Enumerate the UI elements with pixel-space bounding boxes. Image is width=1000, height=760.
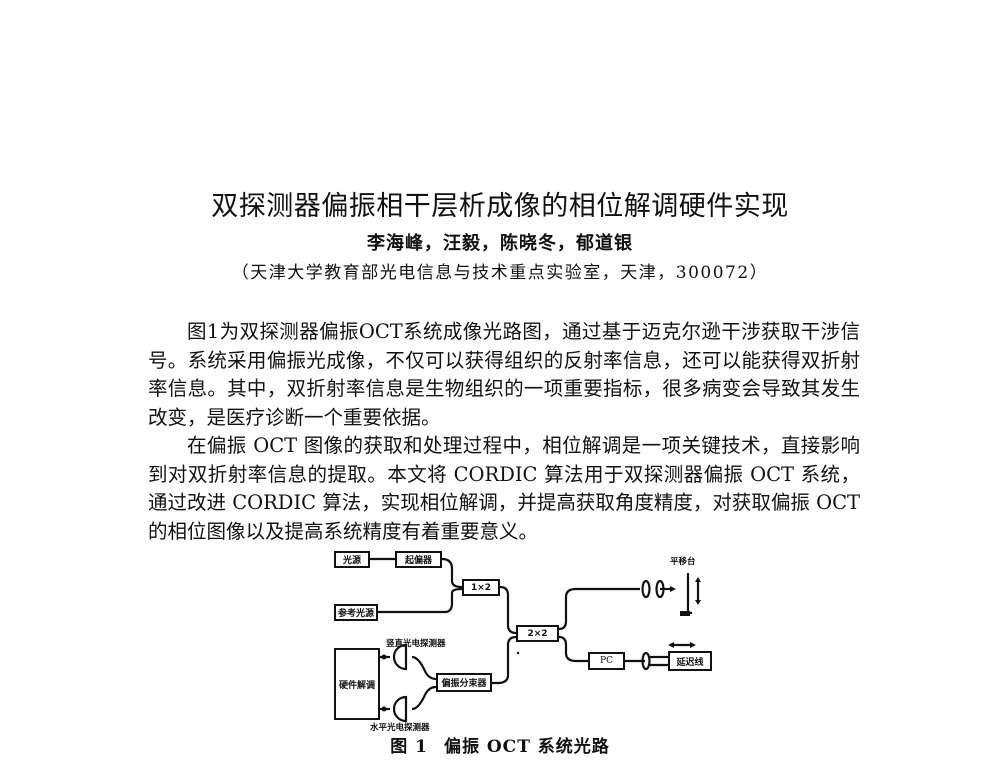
figure-caption: 图 1 偏振 OCT 系统光路 — [0, 732, 1000, 757]
coupler-2x2-box: 2×2 — [516, 625, 559, 642]
paper-title: 双探测器偏振相干层析成像的相位解调硬件实现 — [211, 191, 789, 222]
polarizer-box: 起偏器 — [395, 551, 442, 568]
horizontal-detector-label: 水平光电探测器 — [370, 723, 430, 733]
pbs-box: 偏振分束器 — [436, 673, 492, 692]
figure-caption-number: 图 1 — [390, 737, 428, 757]
optical-path-diagram: 光源 起偏器 参考光源 1×2 2×2 PC 延迟线 硬件解调 偏振分束器 平移… — [320, 545, 740, 733]
delay-line-box: 延迟线 — [668, 651, 712, 671]
figure-caption-text: 偏振 OCT 系统光路 — [443, 737, 610, 757]
light-source-box: 光源 — [334, 551, 370, 568]
paragraph-2: 在偏振 OCT 图像的获取和处理过程中，相位解调是一项关键技术，直接影响到对双折… — [148, 434, 860, 543]
paper-affiliation: （天津大学教育部光电信息与技术重点实验室，天津，300072） — [231, 263, 769, 283]
hardware-demod-box: 硬件解调 — [334, 648, 380, 720]
paragraph-1: 图1为双探测器偏振OCT系统成像光路图，通过基于迈克尔逊干涉获取干涉信号。系统采… — [148, 320, 860, 429]
paper-authors: 李海峰，汪毅，陈晓冬，郁道银 — [367, 233, 633, 254]
fiber-paths — [370, 557, 701, 723]
coupler-1x2-box: 1×2 — [462, 579, 500, 596]
vertical-detector-label: 竖直光电探测器 — [386, 639, 446, 649]
pc-box: PC — [588, 652, 625, 670]
translation-stage-label: 平移台 — [670, 557, 696, 567]
reference-source-box: 参考光源 — [334, 604, 378, 621]
